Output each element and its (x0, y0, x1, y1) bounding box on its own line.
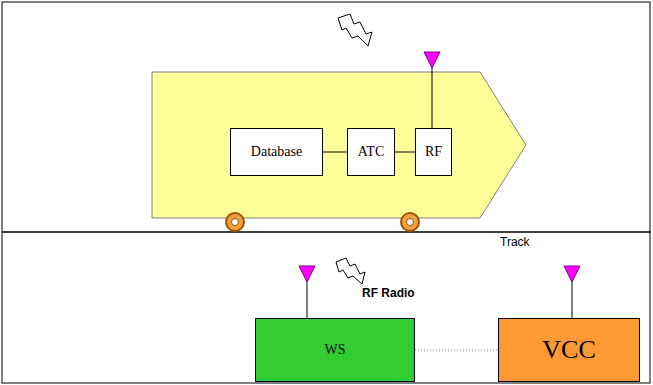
atc-box: ATC (347, 128, 395, 176)
connector (323, 152, 347, 153)
rf-box: RF (415, 128, 452, 176)
box-label: Database (251, 144, 302, 160)
database-box: Database (230, 128, 323, 176)
connector (415, 350, 498, 351)
box-label: ATC (358, 144, 384, 160)
wheel (401, 213, 419, 231)
connector (395, 152, 415, 153)
lightning-symbol (338, 14, 372, 46)
radio-label: RF Radio (362, 286, 415, 300)
box-label: VCC (542, 335, 595, 365)
wheel (226, 213, 244, 231)
track-label: Track (500, 235, 530, 249)
vcc-box: VCC (498, 318, 640, 382)
box-label: RF (425, 144, 442, 160)
antenna (299, 266, 315, 318)
antenna (564, 266, 580, 318)
lightning-symbol (336, 258, 365, 284)
ws-box: WS (255, 318, 415, 382)
antenna (424, 52, 440, 128)
box-label: WS (325, 342, 346, 358)
train-body (152, 72, 526, 218)
track-line (2, 231, 651, 233)
